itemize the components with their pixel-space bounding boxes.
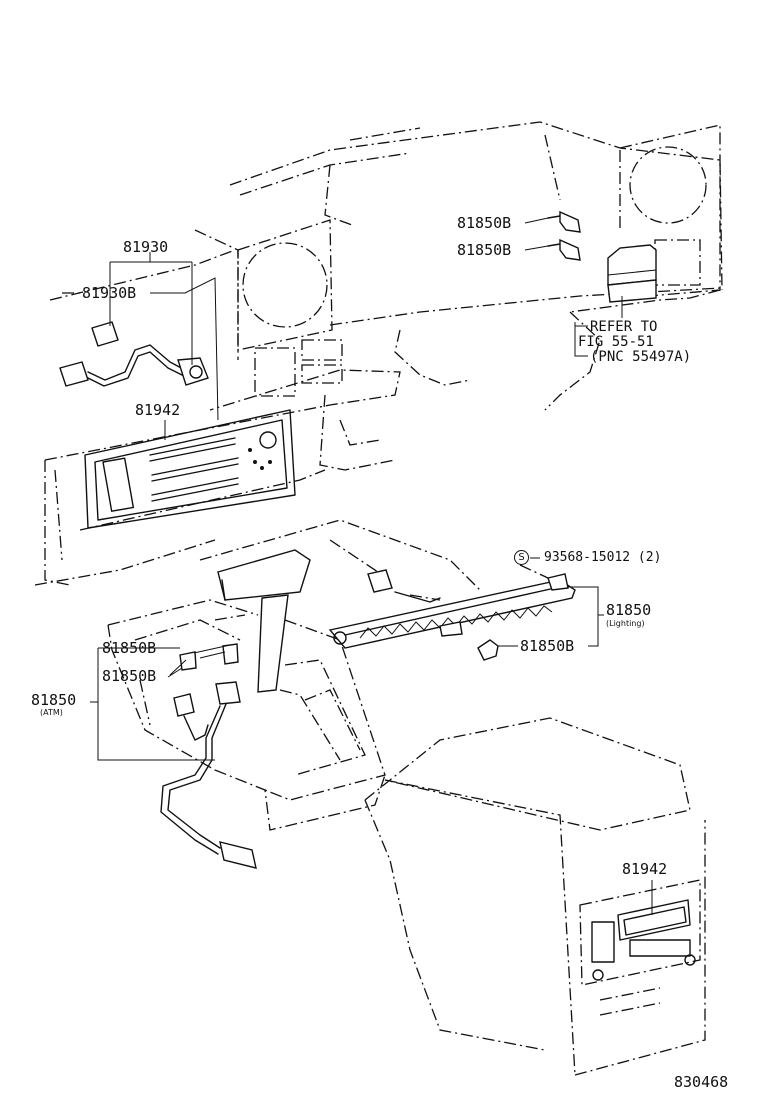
dashboard-outline xyxy=(34,121,723,601)
label-81850-atm: 81850 xyxy=(31,691,77,709)
heater-control-panel xyxy=(84,409,296,529)
label-81850b-e: 81850B xyxy=(102,667,157,685)
label-81930b: 81930B xyxy=(82,284,137,302)
label-refer-line1: REFER TO xyxy=(590,319,658,335)
label-81850b-a: 81850B xyxy=(457,214,512,232)
label-refer-line3: (PNC 55497A) xyxy=(590,349,692,365)
bulbs-81850b-right xyxy=(547,210,581,261)
shift-console xyxy=(107,549,386,831)
label-refer-line2: FIG 55-51 xyxy=(578,334,654,350)
atm-harness xyxy=(160,643,257,869)
lighting-strip xyxy=(328,569,576,661)
label-81850-lighting: 81850 xyxy=(606,601,652,619)
socket-81930 xyxy=(59,321,209,387)
screw-symbol-icon: S xyxy=(514,550,529,565)
label-81942-bottom: 81942 xyxy=(622,860,668,878)
label-lighting-note: (Lighting) xyxy=(606,619,645,628)
label-81850b-b: 81850B xyxy=(457,241,512,259)
figure-number: 830468 xyxy=(674,1073,729,1091)
label-81850b-d: 81850B xyxy=(102,639,157,657)
label-81942-top: 81942 xyxy=(135,401,181,419)
label-93568: 93568-15012 (2) xyxy=(544,550,662,565)
label-81850b-c: 81850B xyxy=(520,637,575,655)
label-atm-note: (ATM) xyxy=(40,708,63,717)
label-81930: 81930 xyxy=(123,238,169,256)
leader-lines xyxy=(62,217,653,915)
rear-console xyxy=(364,717,706,1076)
